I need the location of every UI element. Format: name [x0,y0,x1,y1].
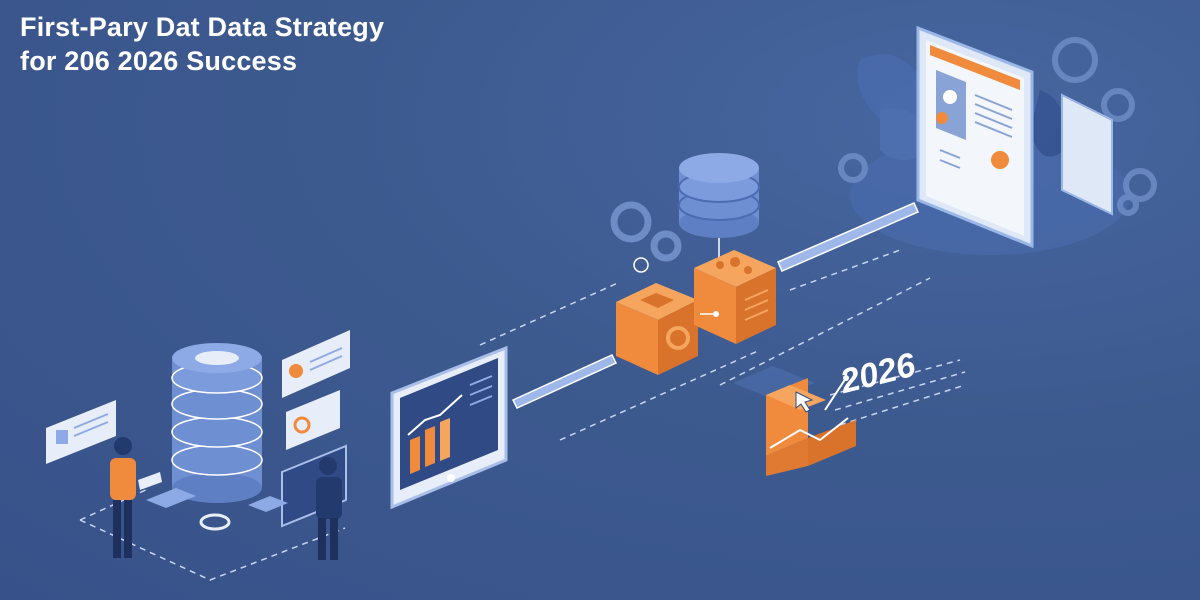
trend-arrow-icon [824,375,849,411]
cursor-icon [795,391,814,413]
connector-bar [511,202,919,409]
staircase-chart-icon [733,366,856,476]
page-title: First-Pary Dat Data Strategy for 206 202… [20,10,384,78]
title-line-2: for 206 2026 Success [20,46,298,76]
profile-card-icon [282,330,350,398]
gear-icon [610,201,682,262]
person-icon [110,437,162,558]
monitor-chart-icon [390,345,508,510]
gear-icon [838,37,1157,216]
profile-card-icon [916,25,1113,249]
puzzle-piece-icon [146,488,288,512]
database-icon [678,153,760,262]
profile-card-icon [46,400,116,464]
gear-card-icon [286,390,340,450]
person-icon [316,457,342,560]
gear-icon [633,257,649,273]
orange-data-cube [616,283,698,375]
database-icon [171,343,263,531]
dashed-flow-lines [79,249,966,581]
title-line-1: First-Pary Dat Data Strategy [20,12,385,42]
orange-data-cube [694,250,776,344]
